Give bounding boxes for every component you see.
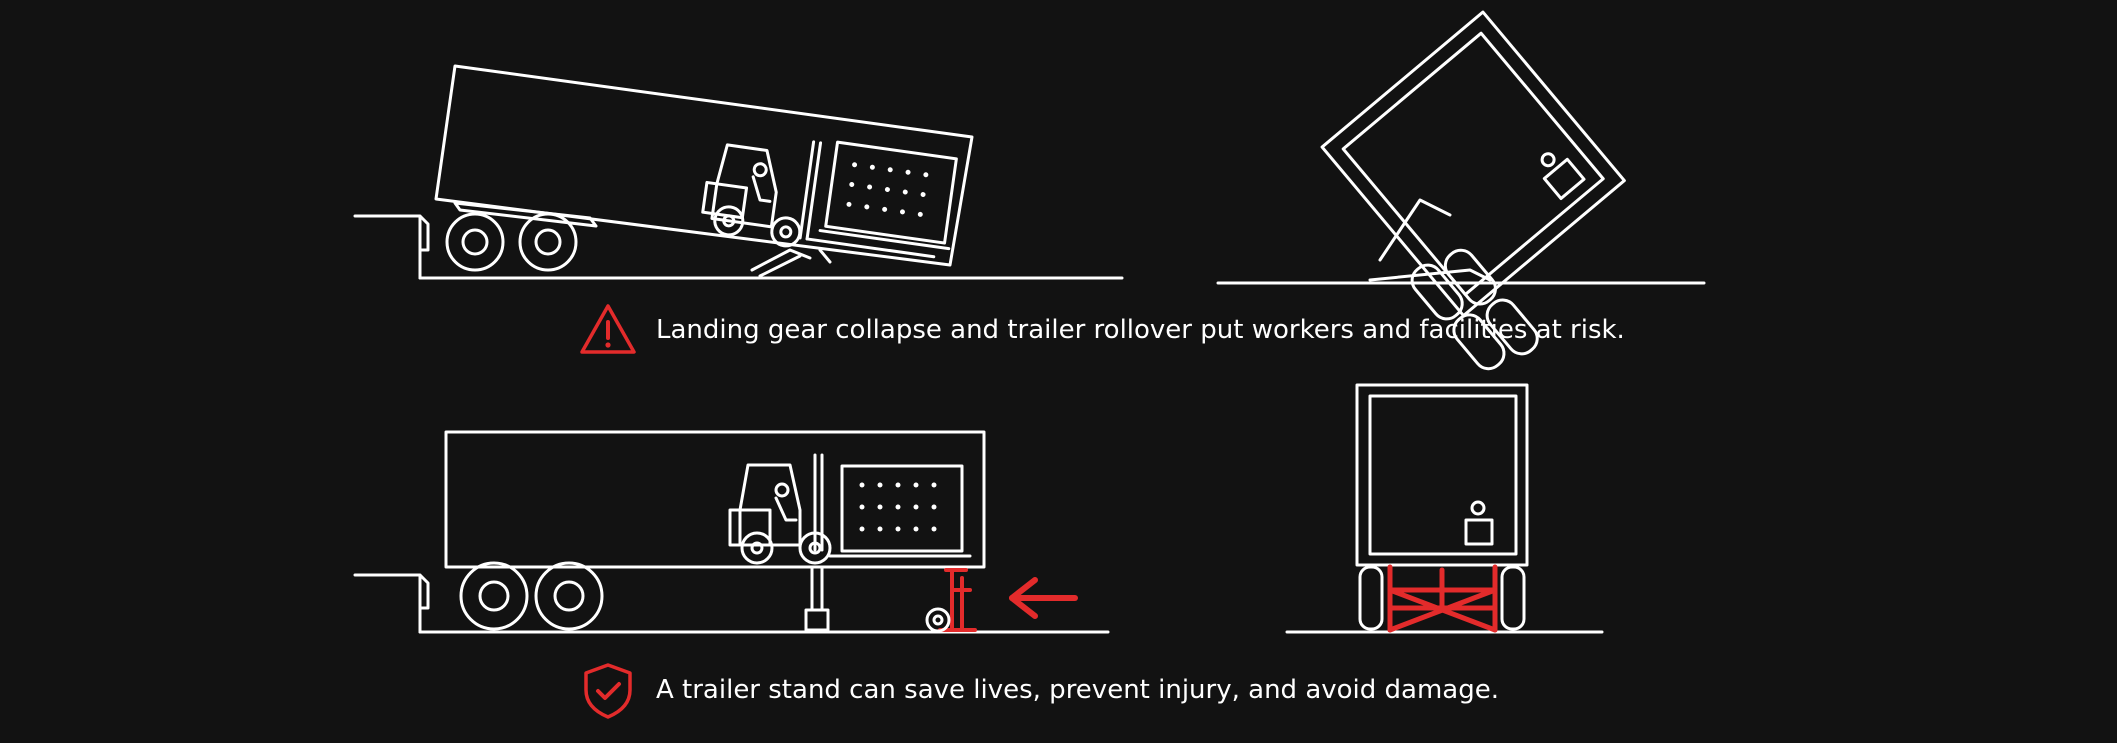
panel-supported-trailer-side xyxy=(353,430,1110,634)
solution-caption: A trailer stand can save lives, prevent … xyxy=(578,660,1499,720)
rear-wheel-1-bottom xyxy=(459,561,529,631)
forklift-level xyxy=(728,453,972,565)
trailer-stand xyxy=(938,568,977,632)
landing-gear xyxy=(804,565,830,632)
trailer-end-tilted xyxy=(1320,10,1626,318)
loading-dock-bottom xyxy=(353,573,430,610)
trailer-body-tilted xyxy=(434,64,974,267)
panel-rollover-trailer-end xyxy=(1216,10,1706,371)
rear-wheel-2 xyxy=(518,212,578,272)
rear-wheel-1 xyxy=(445,212,505,272)
forklift-tilted xyxy=(701,140,936,259)
rear-wheel-2-bottom xyxy=(534,561,604,631)
cargo-crate-level xyxy=(840,464,964,553)
risk-caption-text: Landing gear collapse and trailer rollov… xyxy=(656,315,1625,345)
arrow-left-icon xyxy=(1009,577,1078,619)
cargo-crate-tilted xyxy=(818,140,958,251)
solution-caption-text: A trailer stand can save lives, prevent … xyxy=(656,675,1499,705)
risk-caption: Landing gear collapse and trailer rollov… xyxy=(578,300,1625,360)
stand-wheel xyxy=(925,607,951,633)
panel-supported-trailer-end xyxy=(1285,383,1604,634)
warning-triangle-icon xyxy=(580,304,636,354)
collapsed-landing-gear xyxy=(750,248,812,278)
trailer-stand-end-view xyxy=(1387,564,1498,633)
loading-dock xyxy=(353,214,430,252)
panel-tipping-trailer-side xyxy=(353,64,1124,280)
shield-check-icon xyxy=(584,663,632,719)
trailer-end-level xyxy=(1355,383,1529,567)
trailer-body-level xyxy=(444,430,986,569)
